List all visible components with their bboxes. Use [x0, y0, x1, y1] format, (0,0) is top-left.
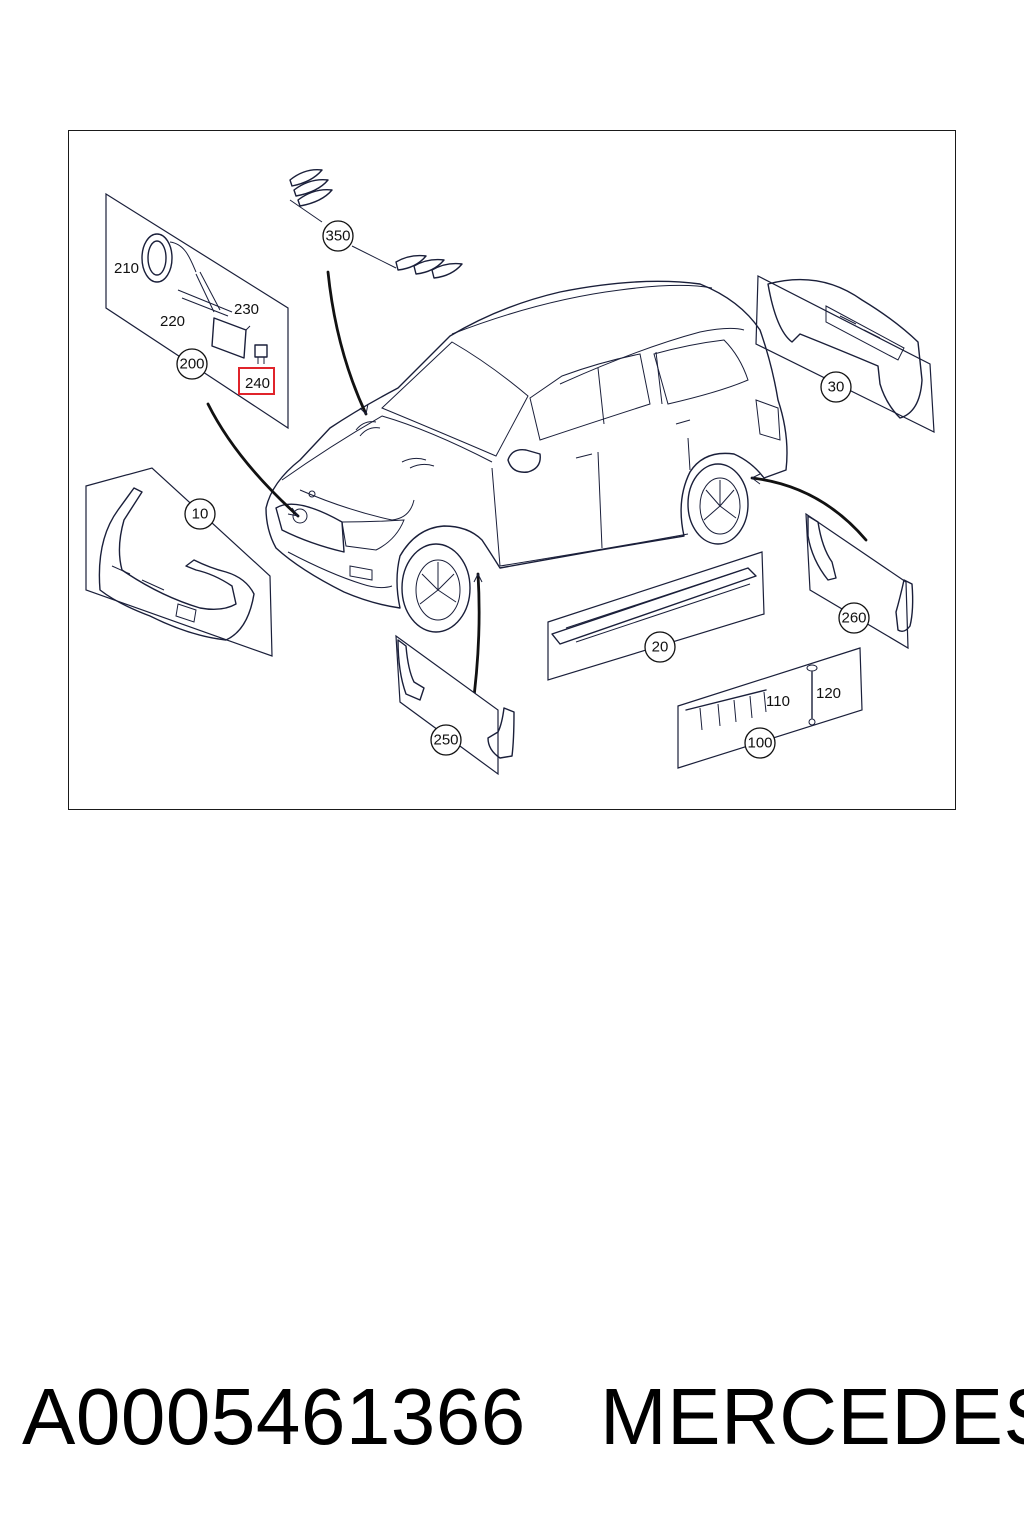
- grille-strip-set-bottom: [351, 245, 463, 279]
- running-board-illustration: [551, 567, 757, 645]
- callout-200[interactable]: 200: [176, 348, 208, 380]
- label-110: 110: [766, 693, 790, 710]
- label-230: 230: [234, 301, 259, 318]
- svg-text:20: 20: [652, 639, 669, 656]
- label-120: 120: [816, 685, 841, 702]
- panel-emblem-kit: [105, 192, 289, 430]
- callout-30[interactable]: 30: [820, 371, 852, 403]
- antenna-rod-illustration: [806, 664, 818, 726]
- panel-fasteners: [677, 647, 863, 769]
- highlight-box-240: [238, 367, 275, 395]
- rear-mud-flap-illustration: [807, 515, 914, 633]
- arrow-350-to-hood: [326, 270, 368, 416]
- panel-running-board: [547, 551, 765, 681]
- panel-rear-mud-flaps: [805, 512, 909, 650]
- arrow-260-to-rear-arch: [750, 476, 868, 542]
- caption: A0005461366 MERCEDES: [22, 1372, 1024, 1462]
- label-220: 220: [160, 313, 185, 330]
- label-240: 240: [245, 375, 270, 392]
- diagram-frame: [68, 130, 956, 810]
- callout-100[interactable]: 100: [744, 727, 776, 759]
- vehicle-illustration: [265, 280, 788, 633]
- panel-front-bumper: [85, 467, 273, 657]
- front-bumper-illustration: [98, 487, 255, 641]
- svg-text:350: 350: [325, 228, 350, 245]
- callout-20[interactable]: 20: [644, 631, 676, 663]
- svg-text:30: 30: [828, 379, 845, 396]
- wiring-harness-illustration: [177, 271, 233, 317]
- callout-260[interactable]: 260: [838, 602, 870, 634]
- emblem-ring-illustration: [141, 233, 197, 283]
- clip-set-illustration: [685, 689, 767, 731]
- callout-250[interactable]: 250: [430, 724, 462, 756]
- label-210: 210: [114, 260, 139, 277]
- brand-name: MERCEDES: [600, 1372, 1024, 1461]
- front-mud-flap-illustration: [397, 639, 515, 759]
- part-number: A0005461366: [22, 1372, 526, 1461]
- svg-text:10: 10: [192, 506, 209, 523]
- panel-rear-bumper: [755, 275, 935, 433]
- rear-bumper-illustration: [767, 278, 923, 419]
- svg-text:200: 200: [179, 356, 204, 373]
- control-module-illustration: [211, 317, 251, 359]
- svg-text:250: 250: [433, 732, 458, 749]
- arrow-200-to-grille: [206, 402, 300, 518]
- grille-strip-set-top: [289, 169, 333, 223]
- svg-text:100: 100: [747, 735, 772, 752]
- connector-illustration: [254, 344, 268, 364]
- callout-350[interactable]: 350: [322, 220, 354, 252]
- panel-front-mud-flaps: [395, 634, 499, 776]
- svg-text:260: 260: [841, 610, 866, 627]
- callout-10[interactable]: 10: [184, 498, 216, 530]
